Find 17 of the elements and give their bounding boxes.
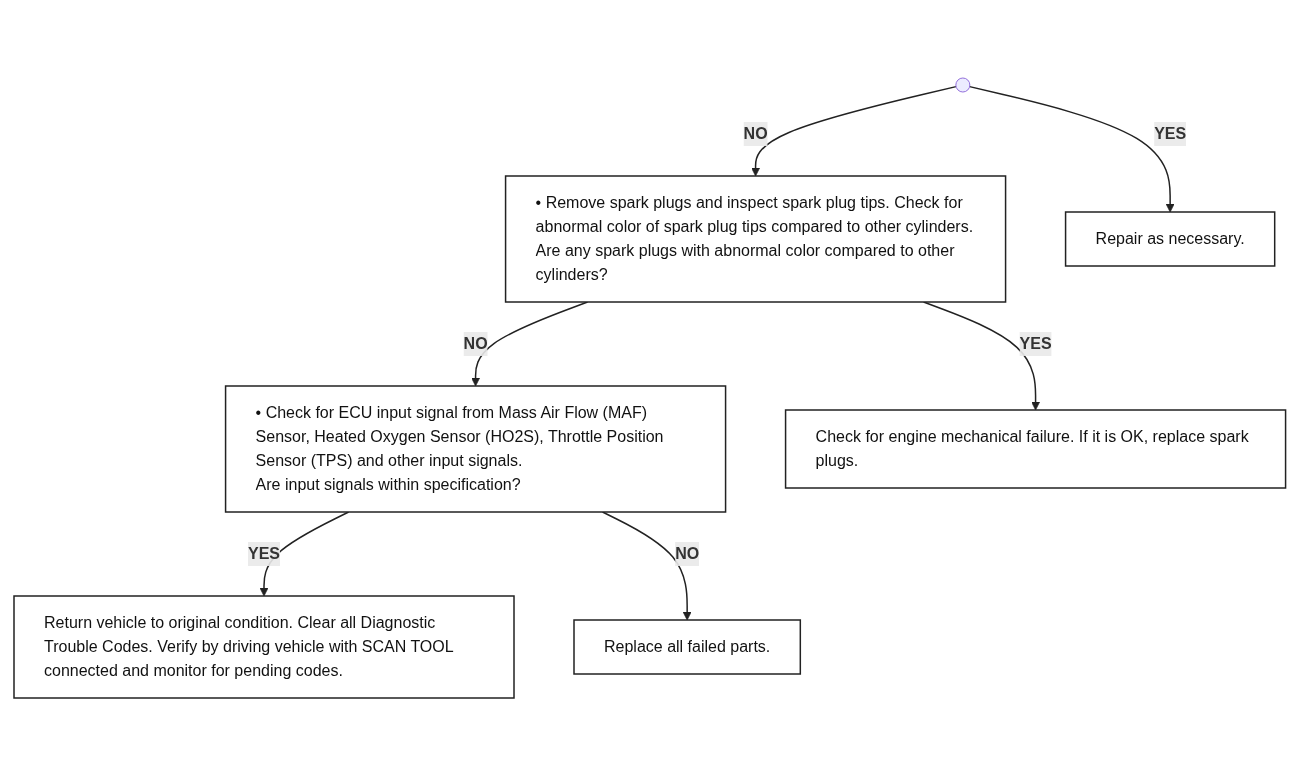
- node-box: Check for engine mechanical failure. If it is OK, replace spark plugs.: [785, 408, 1287, 489]
- edge-label: NO: [463, 334, 488, 352]
- arrow: [969, 85, 1175, 212]
- edge-label: YES: [1019, 334, 1052, 352]
- edge-label: YES: [1154, 124, 1187, 142]
- node-box: Repair as necessary.: [1065, 210, 1276, 267]
- arrow: [923, 300, 1041, 410]
- arrow: [602, 510, 692, 620]
- node-box: Return vehicle to original condition. Clear all Diagnostic Trouble Codes. Verify by driving vehicle with SCAN TOOL connected and monitor for pending codes.: [13, 594, 515, 699]
- node-box: • Check for ECU input signal from Mass Air Flow (MAF) Sensor, Heated Oxygen Sensor (HO2S), Throttle Position Sensor (TPS) and other input signals. Are input signals within specification?: [225, 384, 727, 513]
- arrow: [471, 300, 589, 386]
- edge-label: NO: [675, 544, 700, 562]
- edge-label: YES: [248, 544, 281, 562]
- node-box: Replace all failed parts.: [573, 618, 802, 675]
- node-box: • Remove spark plugs and inspect spark plug tips. Check for abnormal color of spark plug tips compared to other cylinders. Are any spark plugs with abnormal color compared to other cylinders?: [505, 174, 1007, 303]
- edge-label: NO: [743, 124, 768, 142]
- arrow: [751, 85, 957, 176]
